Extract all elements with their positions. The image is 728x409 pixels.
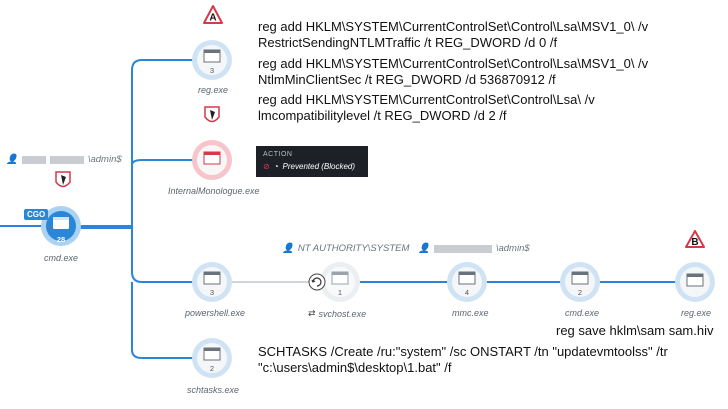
action-title: ACTION — [263, 151, 293, 158]
command-reg-save: reg save hklm\sam sam.hiv — [556, 323, 714, 338]
mmc-node[interactable]: 4 — [447, 262, 487, 302]
alert-a-letter: A — [209, 13, 216, 24]
alert-b-letter: B — [691, 237, 698, 248]
schtasks-count: 2 — [210, 364, 214, 373]
internalmonologue-node[interactable] — [192, 140, 232, 180]
command-reg-1-line2: RestrictSendingNTLMTraffic /t REG_DWORD … — [258, 35, 558, 50]
user-label-mid: 👤 \admin$ — [418, 243, 530, 254]
command-reg-3: reg add HKLM\SYSTEM\CurrentControlSet\Co… — [258, 92, 595, 124]
schtasks-label: schtasks.exe — [187, 385, 240, 395]
command-schtasks: SCHTASKS /Create /ru:"system" /sc ONSTAR… — [258, 344, 668, 376]
reg-count: 3 — [210, 66, 214, 75]
command-reg-2: reg add HKLM\SYSTEM\CurrentControlSet\Co… — [258, 56, 648, 88]
user-mid-text: \admin$ — [495, 243, 530, 254]
cgo-badge: CGO — [24, 209, 49, 220]
user-label-left: 👤 \admin$ — [6, 154, 122, 165]
service-small-icon: ⇄ — [308, 308, 316, 318]
user-icon: 👤 — [6, 154, 18, 165]
redacted-text — [21, 155, 46, 164]
edge-cmd-powershell — [80, 227, 196, 283]
svchost-node[interactable]: 1 — [308, 262, 360, 302]
blocked-icon: ⊘ — [263, 162, 270, 171]
powershell-count: 3 — [210, 288, 214, 297]
user-icon: 👤 — [282, 243, 294, 254]
command-schtasks-line1: SCHTASKS /Create /ru:"system" /sc ONSTAR… — [258, 344, 668, 359]
command-schtasks-line2: "c:\users\admin$\desktop\1.bat" /f — [258, 360, 452, 375]
alert-b-icon: B — [685, 230, 705, 248]
command-reg-2-line2: NtlmMinClientSec /t REG_DWORD /d 5368709… — [258, 72, 556, 87]
action-status-text: Prevented (Blocked) — [282, 162, 356, 171]
shield-icon-internalmonologue — [204, 106, 220, 123]
cmd2-node[interactable]: 2 — [560, 262, 600, 302]
service-icon — [311, 277, 322, 287]
user-left-text: \admin$ — [87, 154, 122, 165]
redacted-text — [49, 155, 84, 164]
internalmonologue-label: InternalMonologue.exe — [168, 186, 260, 196]
cmd-label: cmd.exe — [44, 253, 79, 263]
reg-label: reg.exe — [198, 85, 229, 95]
command-reg-1-line1: reg add HKLM\SYSTEM\CurrentControlSet\Co… — [258, 19, 649, 34]
action-status: ⊘ ◔ Prevented (Blocked) — [263, 162, 355, 171]
cmd-count: 28 — [57, 235, 65, 244]
svchost-label: svchost.exe — [318, 308, 367, 319]
redacted-text — [433, 244, 492, 253]
reg2-node[interactable] — [675, 262, 715, 302]
cmd2-count: 2 — [578, 288, 582, 297]
command-reg-3-line2: lmcompatibilitylevel /t REG_DWORD /d 2 /… — [258, 108, 507, 123]
command-reg-1: reg add HKLM\SYSTEM\CurrentControlSet\Co… — [258, 19, 648, 51]
svchost-label-wrap: ⇄ svchost.exe — [308, 308, 366, 319]
action-panel: ACTION ⊘ ◔ Prevented (Blocked) — [256, 146, 368, 177]
edge-cmd-internalmonologue — [131, 159, 196, 166]
user-label-system: 👤 NT AUTHORITY\SYSTEM — [282, 243, 409, 254]
powershell-node[interactable]: 3 — [192, 262, 232, 302]
edge-cmd-schtasks — [131, 282, 196, 359]
command-reg-2-line1: reg add HKLM\SYSTEM\CurrentControlSet\Co… — [258, 56, 649, 71]
command-reg-3-line1: reg add HKLM\SYSTEM\CurrentControlSet\Co… — [258, 92, 595, 107]
cmd2-label: cmd.exe — [565, 308, 600, 318]
reg-node[interactable]: 3 — [192, 40, 232, 80]
tree-edges — [0, 59, 678, 359]
alert-a-icon: A — [203, 5, 223, 24]
shield-icon-cmd — [55, 171, 71, 188]
schtasks-node[interactable]: 2 — [192, 338, 232, 378]
mmc-label: mmc.exe — [452, 308, 489, 318]
user-icon: 👤 — [418, 243, 430, 254]
mmc-count: 4 — [465, 288, 469, 297]
powershell-label: powershell.exe — [185, 308, 246, 318]
svchost-count: 1 — [338, 288, 342, 297]
cmd-node[interactable]: 28 — [41, 206, 81, 246]
process-icon: ◔ — [273, 162, 279, 171]
user-system-text: NT AUTHORITY\SYSTEM — [297, 243, 410, 254]
reg2-label: reg.exe — [681, 308, 712, 318]
edge-cmd-reg — [80, 59, 196, 227]
